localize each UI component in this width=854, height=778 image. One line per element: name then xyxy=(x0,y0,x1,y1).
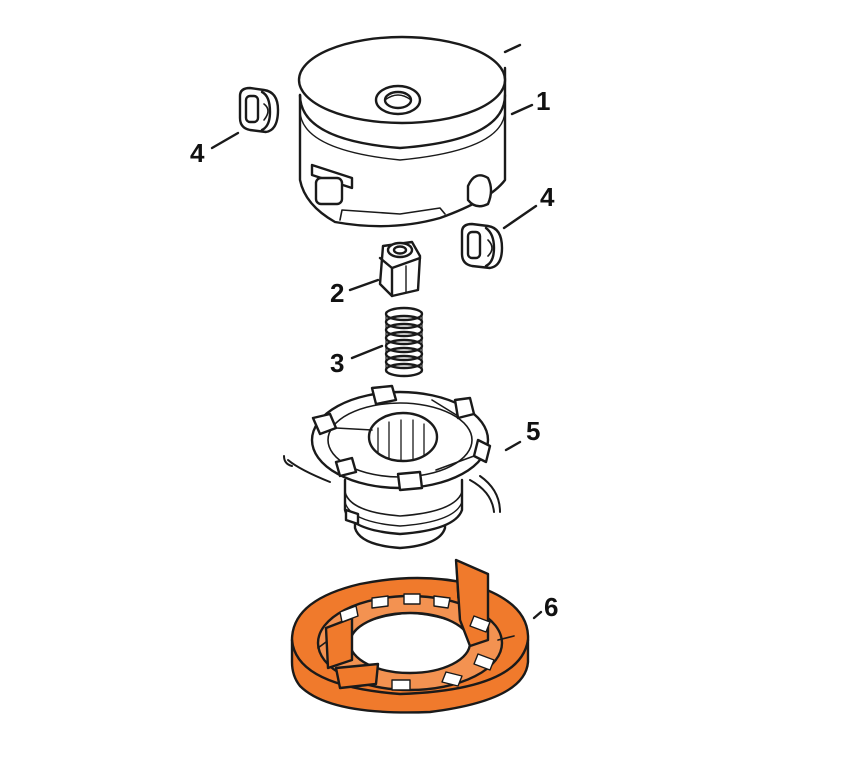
callout-cover: 1 xyxy=(536,86,550,116)
callouts: 1 2 3 4 4 5 6 xyxy=(190,86,558,622)
part-base-plate xyxy=(290,558,530,714)
leader-1 xyxy=(510,103,534,116)
callout-eyelet-right: 4 xyxy=(540,182,555,212)
part-nut xyxy=(378,240,422,298)
leader-lines xyxy=(210,103,543,620)
leader-3 xyxy=(350,344,384,360)
part-spring xyxy=(384,306,424,378)
part-cover xyxy=(297,35,522,228)
leader-4-left xyxy=(210,131,240,150)
leader-2 xyxy=(348,278,380,292)
part-spool xyxy=(283,384,501,550)
callout-spring: 3 xyxy=(330,348,344,378)
leader-5 xyxy=(504,440,522,452)
callout-nut: 2 xyxy=(330,278,344,308)
callout-base-plate: 6 xyxy=(544,592,558,622)
part-eyelet-left xyxy=(238,86,280,134)
callout-spool: 5 xyxy=(526,416,540,446)
part-eyelet-right xyxy=(460,222,504,270)
leader-4-right xyxy=(502,204,538,230)
leader-6 xyxy=(532,610,543,620)
callout-eyelet-left: 4 xyxy=(190,138,205,168)
